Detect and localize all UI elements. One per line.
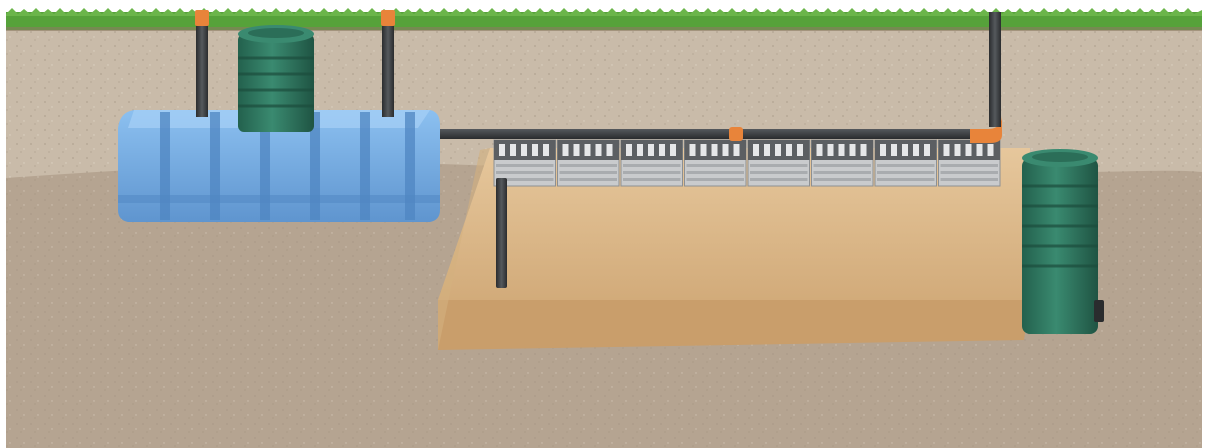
tunnel-module — [558, 140, 620, 186]
tunnel-module — [748, 140, 810, 186]
inspection-well — [1022, 149, 1104, 334]
vent-cap — [195, 10, 209, 26]
tank-access-riser — [238, 25, 314, 132]
vent-pipe — [381, 10, 395, 117]
pipe-coupling — [729, 127, 743, 141]
vent-pipe — [195, 10, 209, 117]
tunnel-module — [812, 140, 874, 186]
vent-pipe — [989, 12, 1001, 127]
tunnel-module — [685, 140, 747, 186]
inspection-pipe — [496, 178, 507, 288]
tunnel-module — [939, 140, 1001, 186]
vent-cap — [381, 10, 395, 26]
tunnel-module — [621, 140, 683, 186]
tunnel-module — [875, 140, 937, 186]
